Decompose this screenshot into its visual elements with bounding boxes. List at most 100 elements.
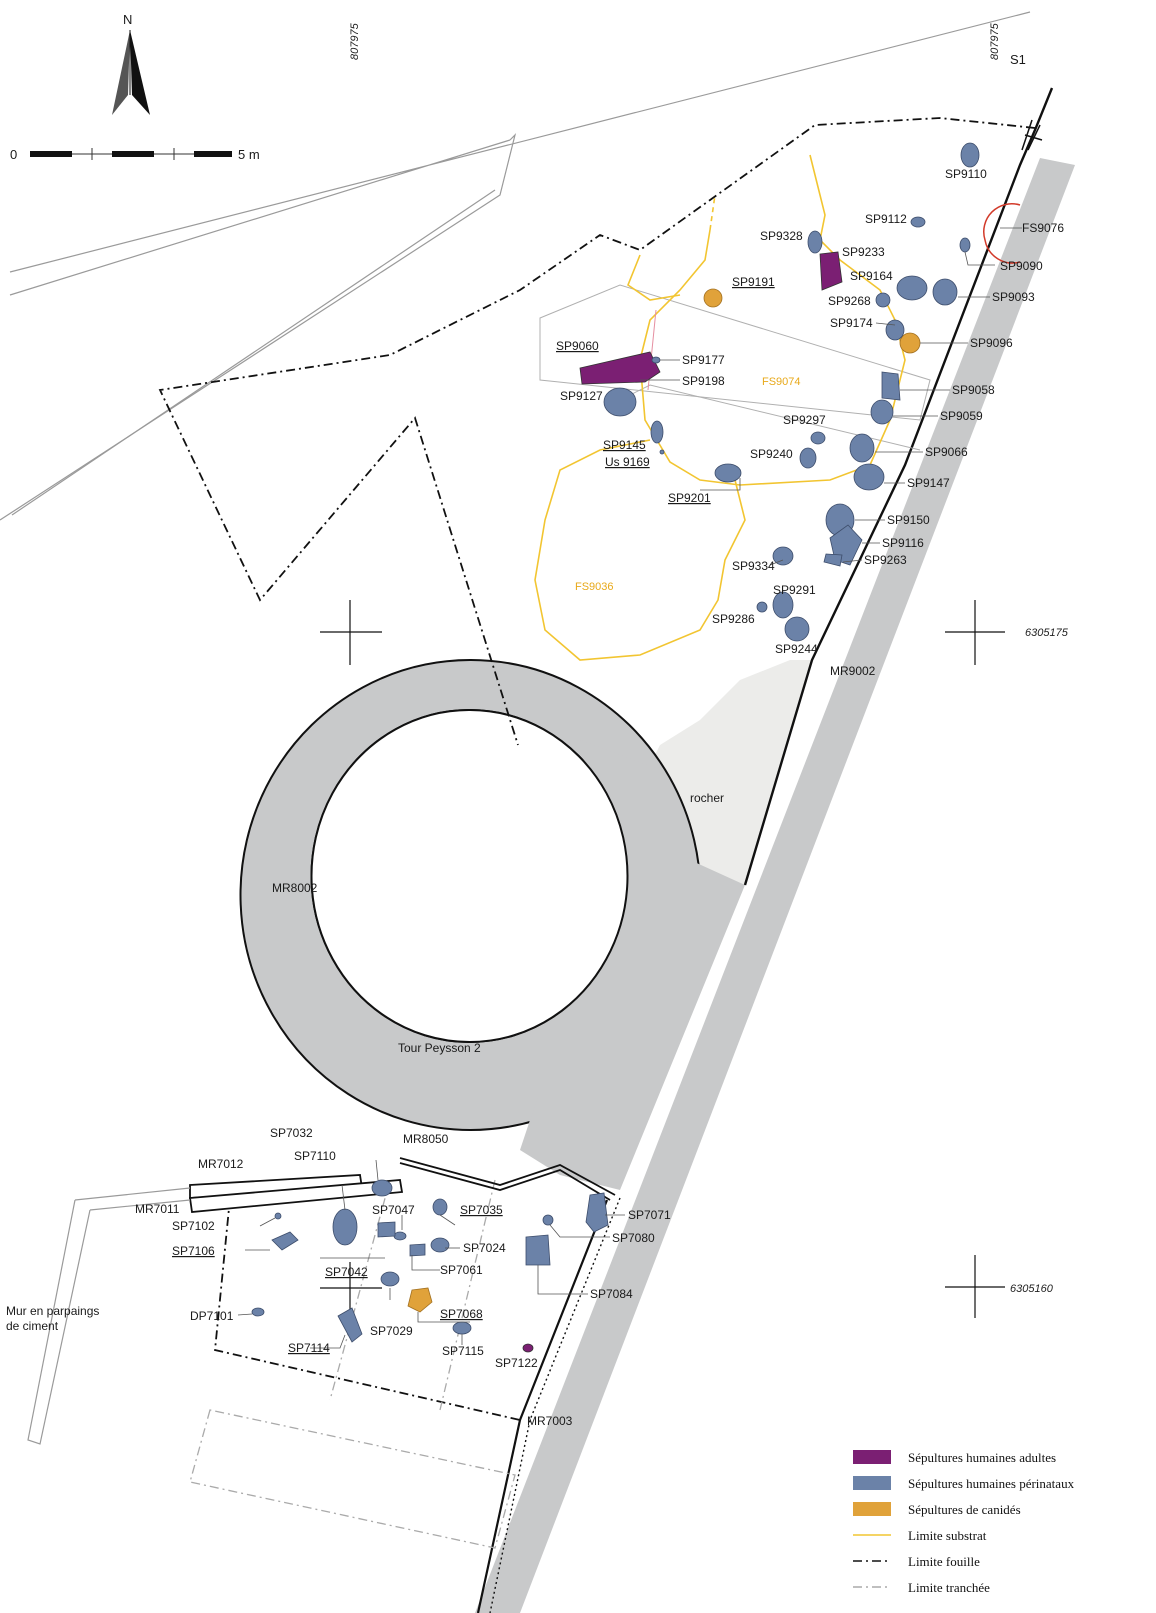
- label-fs9076: FS9076: [1022, 221, 1064, 235]
- grid-cross-2: [945, 600, 1005, 665]
- tower-inner-outline: [310, 709, 629, 1043]
- burials-perinatal: [251, 142, 980, 1343]
- label-sp9150: SP9150: [887, 513, 930, 527]
- label-sp7035: SP7035: [460, 1203, 503, 1217]
- label-sp9328: SP9328: [760, 229, 803, 243]
- label-sp9286: SP9286: [712, 612, 755, 626]
- label-sp9334: SP9334: [732, 559, 775, 573]
- label-sp9096: SP9096: [970, 336, 1013, 350]
- label-tour: Tour Peysson 2: [398, 1041, 481, 1055]
- zone-fs9074: FS9074: [762, 376, 801, 388]
- label-sp7102: SP7102: [172, 1219, 215, 1233]
- scale-start: 0: [10, 147, 17, 162]
- label-sp9066: SP9066: [925, 445, 968, 459]
- label-sp7047: SP7047: [372, 1203, 415, 1217]
- label-sp7071: SP7071: [628, 1208, 671, 1222]
- substrate-limit-left-loop: [627, 254, 681, 301]
- legend-label-adult: Sépultures humaines adultes: [908, 1450, 1056, 1465]
- legend-label-substrate: Limite substrat: [908, 1528, 987, 1543]
- wall-corner-marks: [1021, 119, 1043, 151]
- legend-label-trench: Limite tranchée: [908, 1580, 990, 1595]
- label-sp9233: SP9233: [842, 245, 885, 259]
- wall-mr8050: [399, 1157, 616, 1201]
- label-sp7029: SP7029: [370, 1324, 413, 1338]
- label-sp7068: SP7068: [440, 1307, 483, 1321]
- label-sp9059: SP9059: [940, 409, 983, 423]
- label-sp7115: SP7115: [442, 1344, 484, 1358]
- burials-adult: [522, 251, 843, 1353]
- burials-canid: [407, 288, 921, 1313]
- north-arrow: N: [112, 12, 150, 115]
- legend-swatch-perinatal: [853, 1476, 891, 1490]
- label-sp9116: SP9116: [882, 536, 924, 550]
- grid-cross-4: [320, 1262, 382, 1318]
- label-sp9297: SP9297: [783, 413, 826, 427]
- label-sp7032: SP7032: [270, 1126, 313, 1140]
- tower-wall-link: [520, 740, 745, 1190]
- burial-sp9096: [899, 332, 921, 354]
- legend-swatch-adult: [853, 1450, 891, 1464]
- label-mr8050: MR8050: [403, 1132, 449, 1146]
- wall-mr7011: [188, 1179, 404, 1213]
- grid-cross-3: [945, 1255, 1005, 1318]
- leader-lines: [237, 227, 1022, 1349]
- label-sp9291: SP9291: [773, 583, 816, 597]
- label-dp7101: DP7101: [190, 1309, 234, 1323]
- burial-sp9060: [579, 351, 661, 385]
- fs9076-arc: [983, 203, 1021, 264]
- label-sp9110: SP9110: [945, 167, 987, 181]
- label-sp9093: SP9093: [992, 290, 1035, 304]
- wall-mr9002-band: [475, 158, 1075, 1613]
- north-label: N: [123, 12, 132, 27]
- coord-y1: 6305175: [1025, 627, 1069, 639]
- label-sp9145: SP9145: [603, 438, 646, 452]
- label-sp7042: SP7042: [325, 1265, 368, 1279]
- label-mr7012: MR7012: [198, 1157, 244, 1171]
- excavation-limit-north: [158, 117, 1036, 746]
- label-sp9058: SP9058: [952, 383, 995, 397]
- label-sp9147: SP9147: [907, 476, 950, 490]
- legend-label-canid: Sépultures de canidés: [908, 1502, 1021, 1517]
- label-sp7122: SP7122: [495, 1356, 538, 1370]
- label-sp9191: SP9191: [732, 275, 775, 289]
- label-mr8002: MR8002: [272, 881, 318, 895]
- wall-mr9002-edge: [743, 87, 1054, 886]
- feature-labels: SP9110 SP9112 FS9076 SP9328 SP9233 SP909…: [172, 167, 1064, 1370]
- trench-limit-1: [189, 1409, 516, 1549]
- label-mr7011: MR7011: [135, 1202, 180, 1216]
- label-sp9174: SP9174: [830, 316, 873, 330]
- label-sp9240: SP9240: [750, 447, 793, 461]
- label-sp9268: SP9268: [828, 294, 871, 308]
- modern-wall-top-2: [11, 189, 496, 516]
- wall-mr7003-dotted: [489, 1197, 621, 1613]
- label-sp9112: SP9112: [865, 212, 907, 226]
- label-sp9060: SP9060: [556, 339, 599, 353]
- section-label: S1: [1010, 52, 1026, 67]
- label-us9169: Us 9169: [605, 455, 650, 469]
- label-mr7003: MR7003: [527, 1414, 573, 1428]
- excavation-limit-south: [214, 1197, 521, 1421]
- label-sp7106: SP7106: [172, 1244, 215, 1258]
- scale-end: 5 m: [238, 147, 260, 162]
- label-mr9002: MR9002: [830, 664, 876, 678]
- legend-label-perinatal: Sépultures humaines périnataux: [908, 1476, 1075, 1491]
- modern-wall-top: [0, 11, 1031, 521]
- scale-bar: 0 5 m: [10, 147, 260, 162]
- burial-sp7122: [522, 1343, 534, 1353]
- substrate-limit-fs9074: [639, 154, 906, 486]
- label-sp9244: SP9244: [775, 642, 818, 656]
- wall-mr7003-edge: [476, 1199, 609, 1613]
- structure-outline-1: [539, 284, 931, 421]
- burial-sp7068: [407, 1287, 433, 1313]
- burial-sp9191: [703, 288, 723, 308]
- burial-sp9233: [819, 251, 843, 291]
- label-sp9127: SP9127: [560, 389, 603, 403]
- modern-wall-west: [27, 1187, 191, 1445]
- label-sp7061: SP7061: [440, 1263, 483, 1277]
- label-sp7110: SP7110: [294, 1149, 336, 1163]
- coord-y2: 6305160: [1010, 1283, 1054, 1295]
- label-sp7114: SP7114: [288, 1341, 330, 1355]
- legend-label-excavation: Limite fouille: [908, 1554, 980, 1569]
- label-sp7080: SP7080: [612, 1231, 655, 1245]
